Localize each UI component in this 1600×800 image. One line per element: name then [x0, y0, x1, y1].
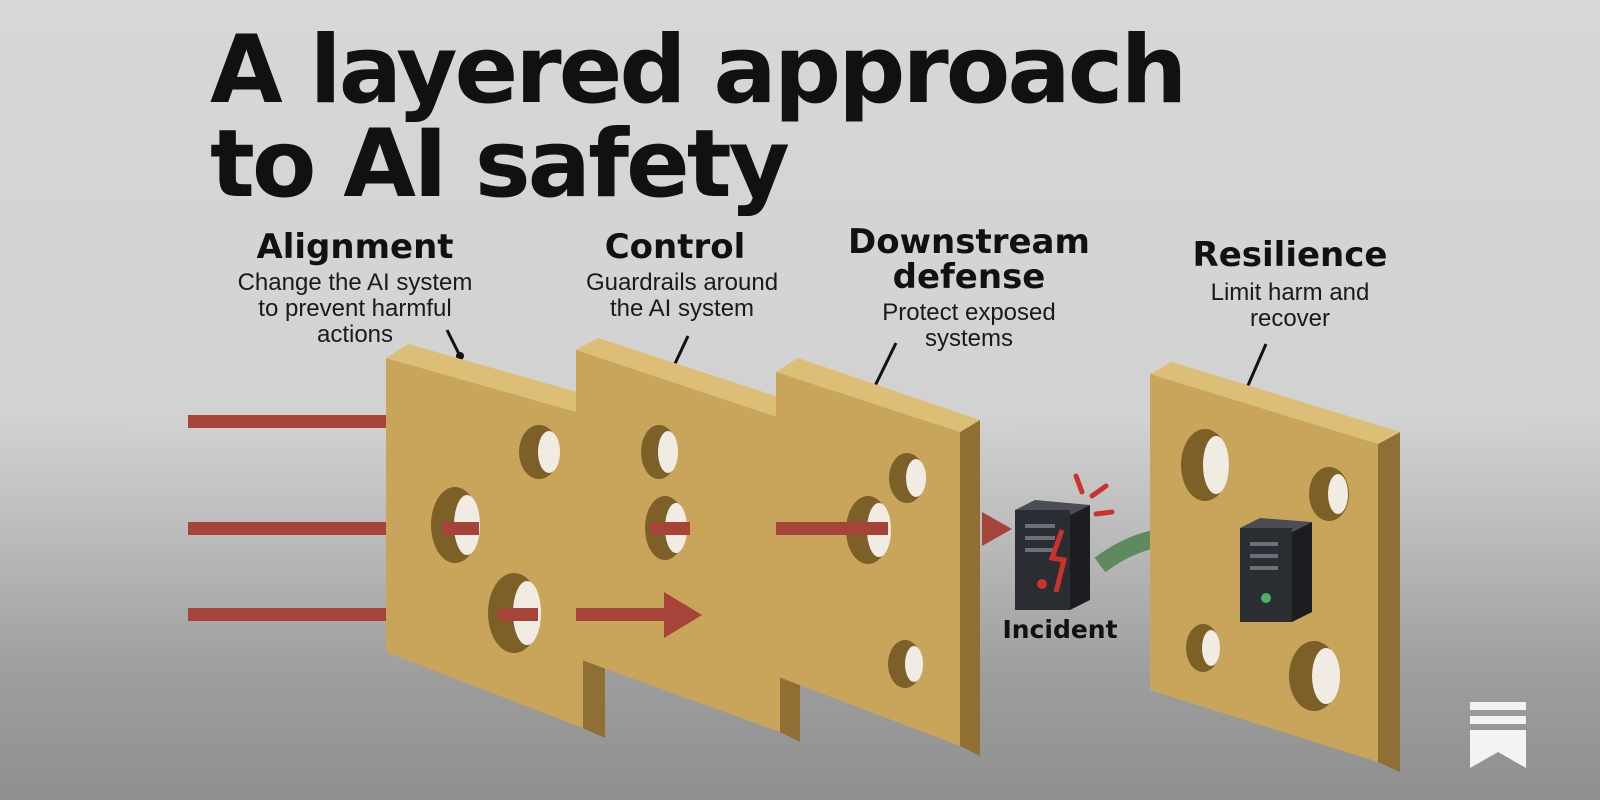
title-line-2: to AI safety	[210, 110, 789, 219]
layer-desc: recover	[1250, 305, 1330, 332]
substack-bookmark-icon	[1470, 702, 1526, 768]
layer-heading: defense	[893, 257, 1046, 297]
threat-arrow-head-blocked	[664, 592, 702, 638]
slice-hole	[905, 646, 923, 682]
layer-desc: Protect exposed	[882, 299, 1055, 326]
server-icon	[1240, 518, 1312, 622]
slice-alignment	[386, 344, 605, 738]
layer-heading: Control	[605, 227, 746, 267]
bookmark-bar	[1470, 716, 1526, 724]
slice-top	[776, 358, 980, 432]
server-slot	[1250, 554, 1278, 558]
layer-desc: to prevent harmful	[258, 295, 451, 322]
bookmark-bar	[1470, 702, 1526, 710]
slice-hole	[1202, 630, 1220, 666]
layer-desc: actions	[317, 321, 393, 348]
threat-arrow-head	[982, 512, 1012, 546]
server-slot	[1025, 524, 1055, 528]
crack	[1048, 529, 1068, 593]
spark-line	[1093, 509, 1115, 517]
layer-desc: Change the AI system	[238, 269, 473, 296]
spark-icon	[1073, 473, 1115, 517]
spark-line	[1089, 483, 1109, 499]
threat-arrow-shaft	[188, 608, 388, 621]
layer-desc: the AI system	[610, 295, 754, 322]
layer-desc: systems	[925, 325, 1013, 352]
slice-hole	[658, 431, 678, 473]
slice-top	[386, 344, 605, 414]
threat-arrow-through	[498, 608, 538, 621]
server-side	[1070, 505, 1090, 610]
label-control: Control Guardrails around the AI system	[586, 227, 778, 322]
server-slot	[1250, 542, 1278, 546]
label-resilience: Resilience Limit harm and recover	[1193, 235, 1388, 332]
layer-desc: Limit harm and	[1211, 279, 1370, 306]
slice-top	[576, 338, 800, 418]
threat-arrow-shaft	[188, 415, 408, 428]
server-led	[1261, 593, 1271, 603]
threat-arrow-shaft	[576, 608, 666, 621]
title-line-1: A layered approach	[210, 16, 1184, 125]
bookmark-ribbon	[1470, 730, 1526, 768]
incident-label: Incident	[1002, 615, 1117, 644]
server-side	[1292, 522, 1312, 622]
threat-arrow-shaft	[188, 522, 388, 535]
layer-heading: Downstream	[848, 222, 1090, 262]
slice-front	[386, 358, 583, 728]
slice-hole	[1328, 474, 1348, 514]
slice-downstream-defense	[776, 358, 980, 756]
server-led	[1037, 579, 1047, 589]
slice-hole	[906, 459, 926, 497]
layer-heading: Alignment	[256, 227, 453, 267]
leader-line	[1244, 343, 1268, 391]
spark-line	[1073, 473, 1085, 495]
leader-line	[872, 342, 898, 389]
leader-line	[445, 329, 462, 357]
server-slot	[1025, 548, 1055, 552]
layer-heading: Resilience	[1193, 235, 1388, 275]
slice-top	[1150, 362, 1400, 444]
threat-arrow-through	[650, 522, 690, 535]
slice-hole	[1312, 648, 1340, 704]
slice-side	[960, 420, 980, 756]
slice-control	[576, 338, 800, 742]
threat-arrow-through	[776, 522, 888, 535]
label-downstream-defense: Downstream defense Protect exposed syste…	[848, 222, 1090, 352]
layer-desc: Guardrails around	[586, 269, 778, 296]
slice-hole	[538, 431, 560, 473]
slice-hole	[1203, 436, 1229, 494]
server-slot	[1025, 536, 1055, 540]
slice-side	[1378, 432, 1400, 772]
server-slot	[1250, 566, 1278, 570]
broken-server-icon	[1015, 500, 1090, 610]
label-alignment: Alignment Change the AI system to preven…	[238, 227, 473, 348]
leader-dot	[456, 352, 464, 360]
threat-arrow-through	[442, 522, 479, 535]
